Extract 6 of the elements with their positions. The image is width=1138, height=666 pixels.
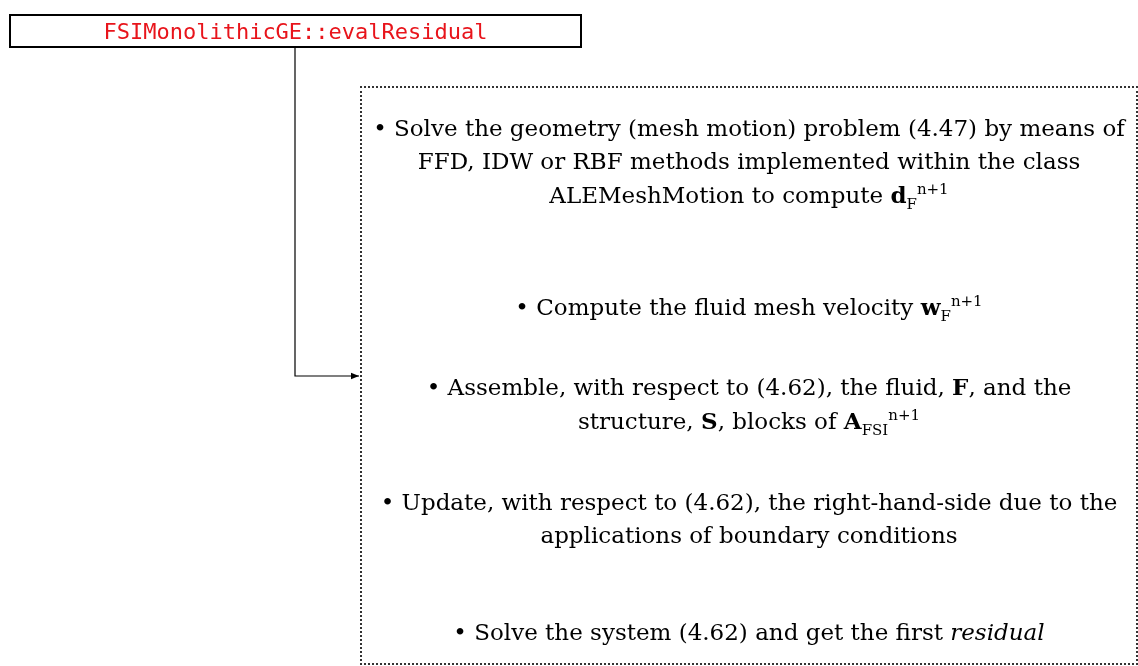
connector-arrow	[294, 47, 360, 380]
steps-box	[360, 86, 1138, 665]
function-name: FSIMonolithicGE::evalResidual	[103, 18, 488, 44]
step-text: • Solve the system (4.62) and get the first residual	[452, 618, 1046, 647]
function-box	[9, 14, 582, 48]
step-text: • Update, with respect to (4.62), the right-hand-side due to the applications of boundary conditions	[379, 488, 1119, 550]
